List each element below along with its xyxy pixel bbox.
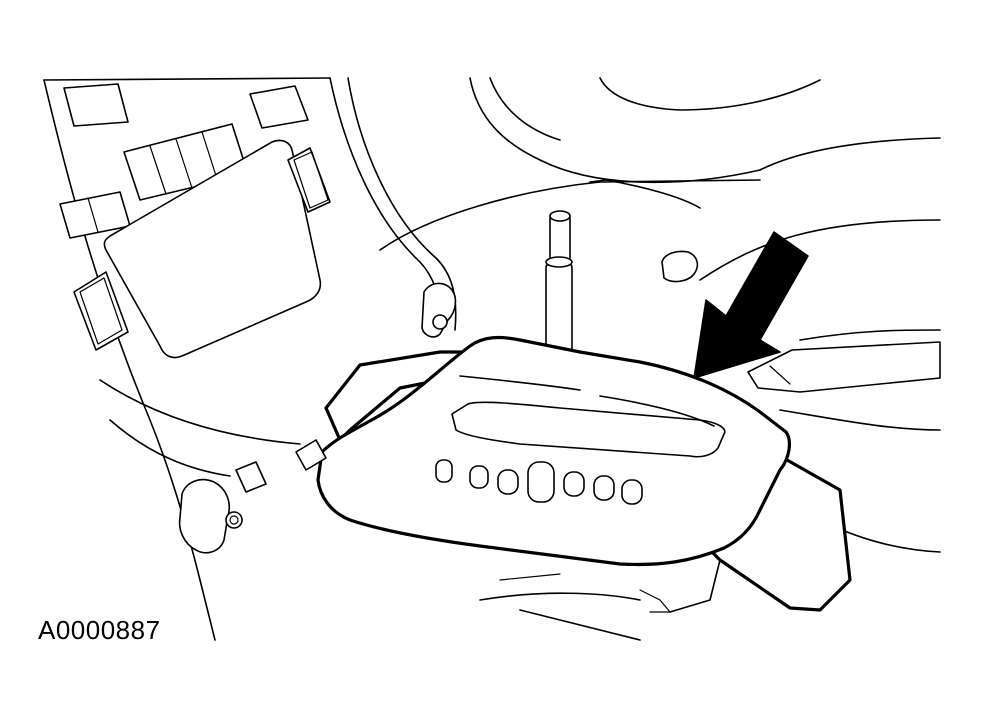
background-contours bbox=[379, 77, 941, 553]
arrow-down-left-icon bbox=[693, 231, 809, 379]
gear-selector-bezel bbox=[295, 335, 791, 567]
figure-id-label: A0000887 bbox=[38, 615, 161, 645]
center-console-stack bbox=[43, 77, 457, 641]
bezel-bracket bbox=[479, 454, 852, 641]
